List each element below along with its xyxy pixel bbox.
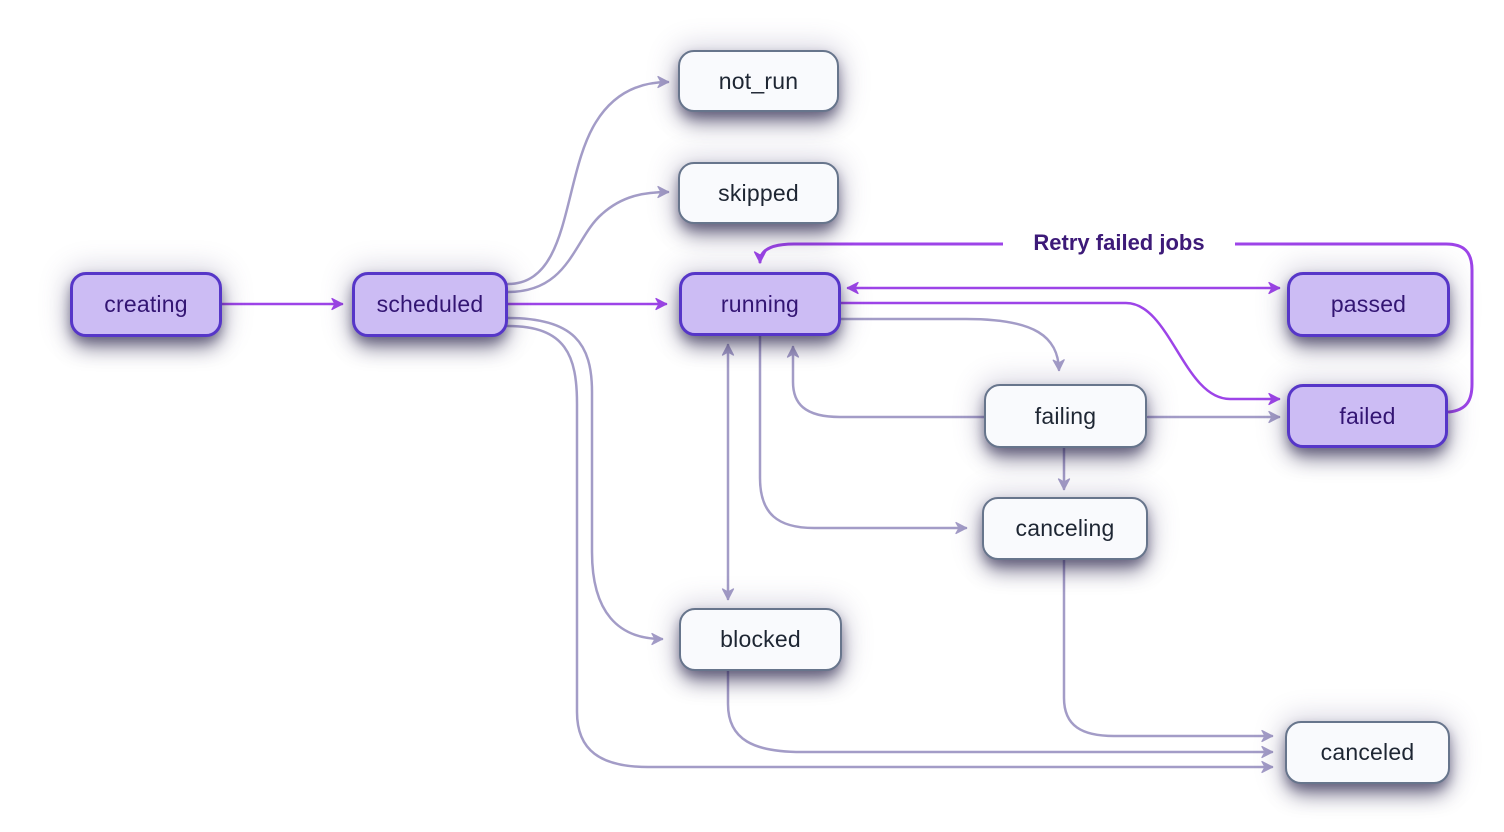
edge-running-failed: [839, 301, 1281, 406]
node-canceling: canceling: [982, 497, 1148, 560]
edge-scheduled-blocked: [506, 316, 664, 646]
node-passed-label: passed: [1330, 291, 1407, 317]
node-passed: passed: [1287, 272, 1450, 337]
node-not_run: not_run: [678, 50, 839, 112]
retry-failed-jobs-edge-label: Retry failed jobs: [1003, 219, 1235, 267]
edge-blocked-canceled: [726, 669, 1274, 759]
node-skipped-label: skipped: [718, 179, 799, 206]
node-blocked: blocked: [679, 608, 842, 671]
edge-scheduled-skipped: [506, 185, 670, 294]
node-canceling-label: canceling: [1015, 515, 1115, 541]
node-failing: failing: [984, 384, 1147, 448]
node-failed: failed: [1287, 384, 1448, 448]
node-running-label: running: [720, 290, 800, 317]
edge-scheduled-canceled: [506, 324, 1274, 774]
node-running: running: [679, 272, 841, 336]
node-creating: creating: [70, 272, 222, 337]
node-canceled-label: canceled: [1320, 739, 1415, 765]
edge-failing-running: [786, 345, 986, 419]
node-failed-label: failed: [1339, 402, 1396, 429]
node-not_run-label: not_run: [718, 67, 799, 94]
node-blocked-label: blocked: [720, 626, 801, 652]
edge-running-canceling: [758, 334, 968, 535]
edge-failed-running-retry: [753, 242, 1474, 414]
node-scheduled-label: scheduled: [376, 291, 484, 317]
edge-canceling-canceled: [1062, 558, 1274, 743]
edge-running-failing: [839, 317, 1065, 372]
node-creating-label: creating: [104, 291, 188, 317]
node-skipped: skipped: [678, 162, 839, 224]
node-failing-label: failing: [1034, 402, 1097, 429]
edge-scheduled-not_run: [506, 75, 670, 286]
node-canceled: canceled: [1285, 721, 1450, 784]
node-scheduled: scheduled: [352, 272, 508, 337]
retry-failed-jobs-edge-label-text: Retry failed jobs: [1033, 230, 1205, 255]
